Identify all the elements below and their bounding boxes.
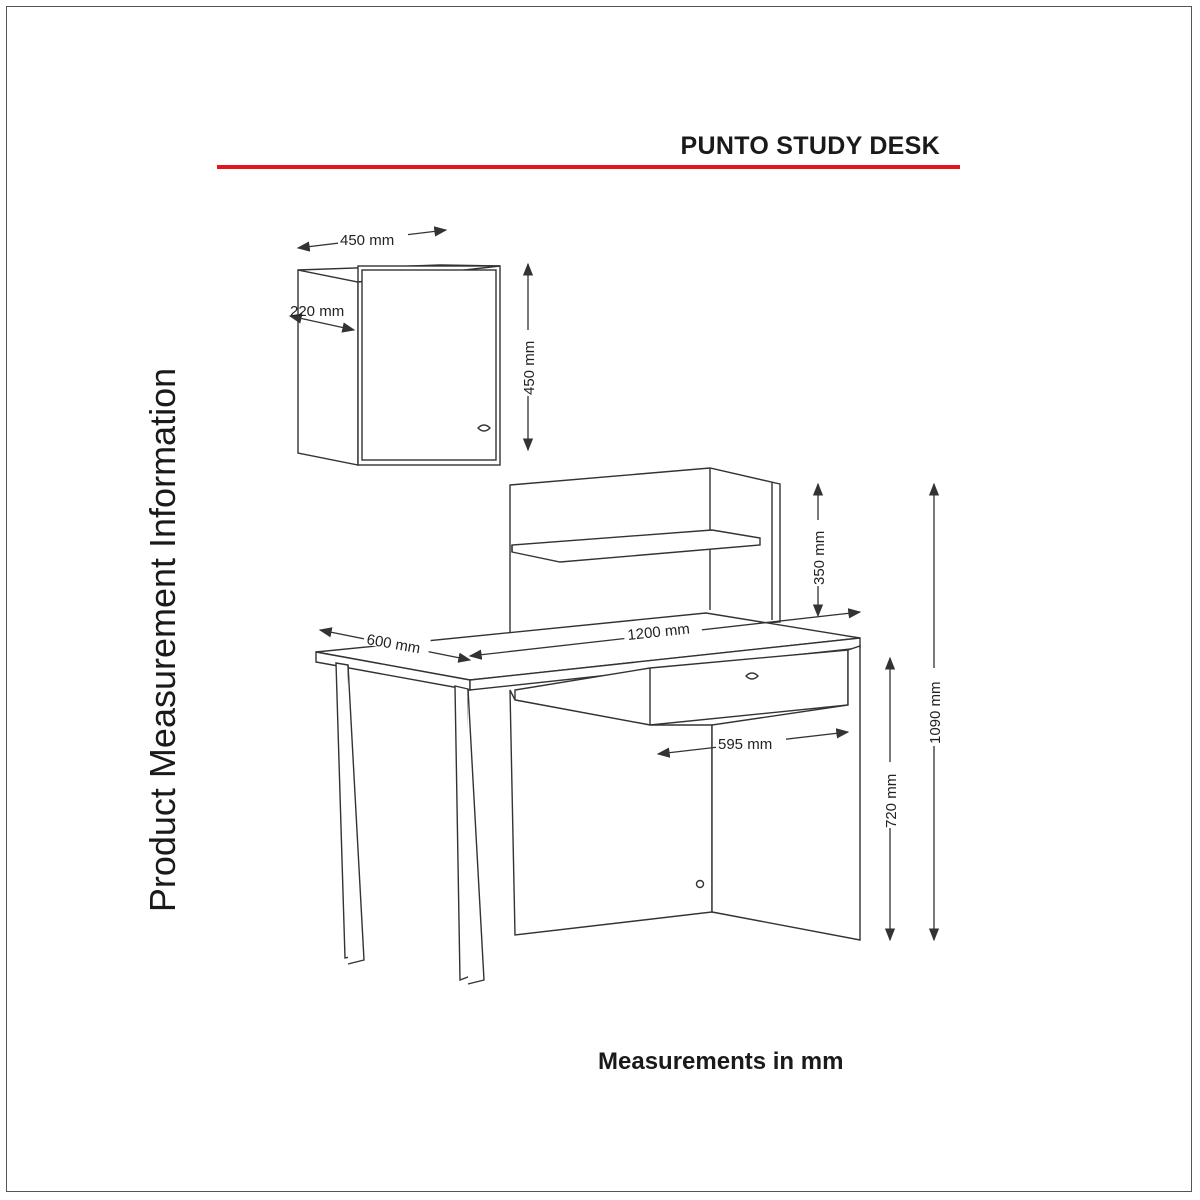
cabinet-height-label: 450 mm: [521, 341, 538, 395]
cable-hole-icon: [695, 879, 705, 889]
wall-cabinet: [297, 264, 501, 466]
desk-width-label: 1200 mm: [627, 621, 691, 644]
desk-legs: [335, 662, 485, 985]
drawer-width-label: 595 mm: [718, 736, 772, 753]
page-title: PUNTO STUDY DESK: [680, 132, 940, 160]
measurement-note: Measurements in mm: [598, 1048, 844, 1075]
page-border: [6, 6, 1192, 1192]
drawer-knob-icon: [745, 672, 759, 680]
cabinet-knob-icon: [477, 424, 491, 432]
title-underline: [217, 165, 960, 169]
cabinet-width-label: 450 mm: [340, 232, 394, 249]
desk-height-label: 720 mm: [883, 774, 900, 828]
total-height-label: 1090 mm: [927, 681, 944, 744]
desk-hutch: [509, 467, 781, 636]
hutch-height-label: 350 mm: [811, 531, 828, 585]
cabinet-depth-label: 220 mm: [290, 303, 344, 320]
